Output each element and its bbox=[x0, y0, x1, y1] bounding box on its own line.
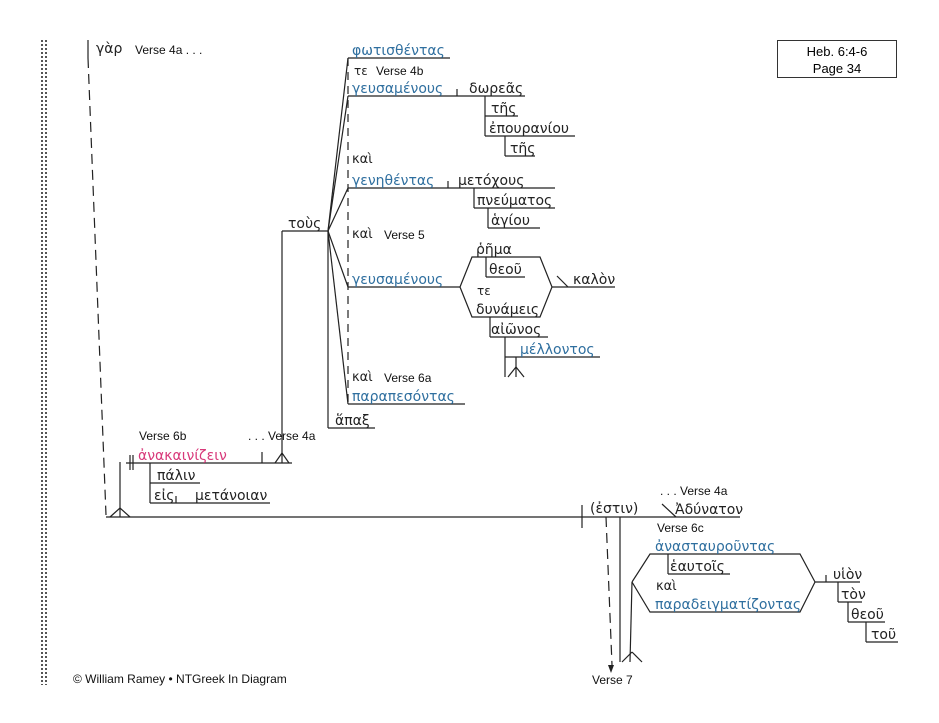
word-gar: γὰρ bbox=[96, 41, 123, 57]
word-tes: τῆς bbox=[491, 101, 517, 117]
word-aionos: αἰῶνος bbox=[491, 322, 542, 338]
word-theou: θεοῦ bbox=[489, 262, 522, 278]
word-mellontos: μέλλοντος bbox=[520, 342, 595, 358]
verse-label: Verse 6b bbox=[139, 429, 187, 443]
word-rhema: ῥῆμα bbox=[476, 242, 512, 258]
word-huion: υἱὸν bbox=[833, 567, 863, 583]
word-tous: τοὺς bbox=[288, 216, 322, 232]
word-kalon: καλὸν bbox=[573, 272, 616, 288]
word-geusamenous: γευσαμένους bbox=[352, 81, 444, 97]
left-border-ornament bbox=[41, 40, 47, 685]
verse-label: Verse 6c bbox=[657, 521, 704, 535]
word-kai: καὶ bbox=[352, 152, 373, 167]
verse-label: Verse 4b bbox=[376, 64, 424, 78]
word-photisthentas: φωτισθέντας bbox=[352, 43, 445, 59]
word-anastaurountas: ἀνασταυροῦντας bbox=[655, 539, 776, 555]
word-pneumatos: πνεύματος bbox=[477, 193, 553, 209]
word-tes: τῆς bbox=[510, 141, 536, 157]
word-paradeigmatizontas: παραδειγματίζοντας bbox=[655, 597, 802, 613]
verse-label: Verse 4a . . . bbox=[135, 43, 203, 57]
word-ton: τὸν bbox=[841, 587, 866, 603]
word-te: τε bbox=[354, 64, 368, 78]
word-anakainizein: ἀνακαινίζειν bbox=[138, 448, 227, 464]
word-adynaton: Ἀδύνατον bbox=[675, 502, 744, 518]
verse-label: Verse 5 bbox=[384, 228, 425, 242]
passage-label: Heb. 6:4-6 bbox=[806, 44, 868, 59]
word-hagiou: ἁγίου bbox=[491, 213, 530, 229]
word-hapax: ἅπαξ bbox=[335, 413, 370, 429]
word-kai: καὶ bbox=[352, 370, 373, 385]
next-verse-label: Verse 7 bbox=[592, 673, 633, 687]
page-label: Page 34 bbox=[812, 61, 862, 76]
word-te: τε bbox=[477, 284, 491, 298]
word-parapesontas: παραπεσόντας bbox=[352, 389, 455, 405]
word-dynameis: δυνάμεις bbox=[476, 302, 540, 318]
word-epouraniou: ἐπουρανίου bbox=[489, 121, 570, 137]
word-estin: (ἐστιν) bbox=[590, 501, 639, 517]
word-doreas: δωρεᾶς bbox=[469, 81, 524, 97]
word-metanoian: μετάνοιαν bbox=[195, 488, 268, 504]
word-kai: καὶ bbox=[656, 579, 677, 594]
word-kai: καὶ bbox=[352, 227, 373, 242]
passage-reference-box: Heb. 6:4-6 Page 34 bbox=[777, 40, 897, 78]
gar-connector bbox=[87, 57, 107, 516]
word-theou: θεοῦ bbox=[851, 607, 884, 623]
word-genethentas: γενηθέντας bbox=[352, 173, 435, 189]
verse-label: Verse 6a bbox=[384, 371, 432, 385]
verse-label: . . . Verse 4a bbox=[660, 484, 728, 498]
word-tou: τοῦ bbox=[871, 627, 897, 643]
word-eis: εἰς bbox=[154, 488, 175, 504]
word-palin: πάλιν bbox=[157, 468, 196, 484]
word-heautois: ἑαυτοῖς bbox=[670, 559, 725, 575]
copyright-footer: © William Ramey • NTGreek In Diagram bbox=[73, 672, 287, 686]
word-metochous: μετόχους bbox=[458, 173, 525, 189]
word-geusamenous: γευσαμένους bbox=[352, 272, 444, 288]
verse-label: . . . Verse 4a bbox=[248, 429, 316, 443]
